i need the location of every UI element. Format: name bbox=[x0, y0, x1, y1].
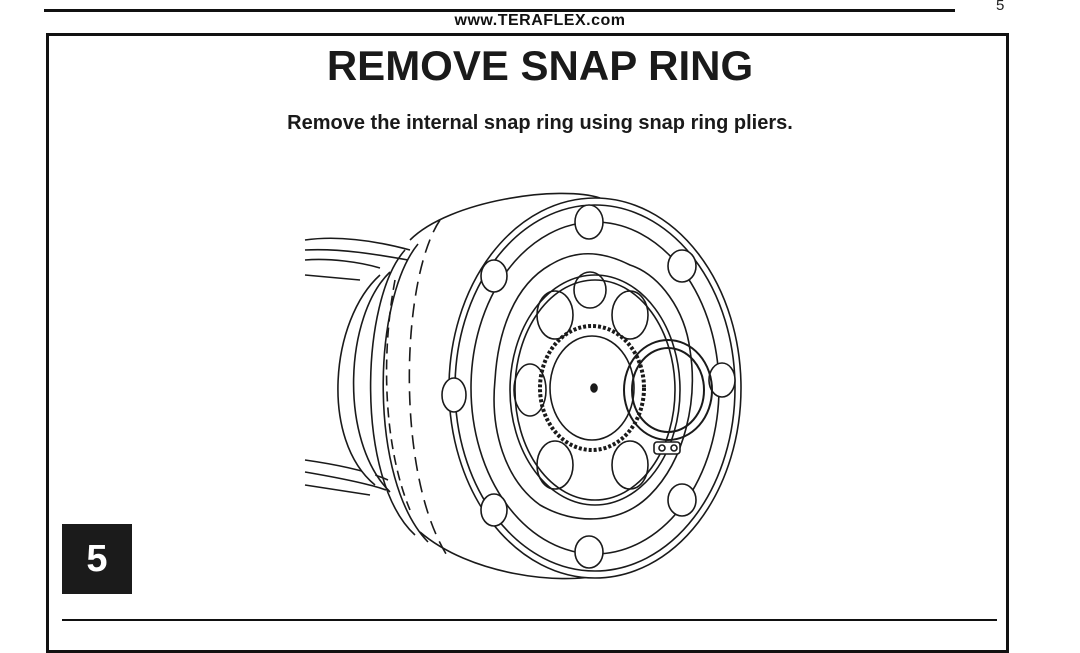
instruction-text: Remove the internal snap ring using snap… bbox=[287, 112, 793, 134]
splined-hub bbox=[538, 324, 646, 452]
ball-cage bbox=[513, 271, 649, 490]
cv-joint-snap-ring-illustration bbox=[304, 192, 742, 580]
snap-ring bbox=[623, 339, 713, 455]
step-number-badge: 5 bbox=[62, 524, 132, 594]
bolt-holes bbox=[441, 204, 736, 569]
page-title: REMOVE SNAP RING bbox=[326, 42, 754, 89]
website-url: www.TERAFLEX.com bbox=[454, 12, 626, 29]
header-rule bbox=[44, 9, 955, 12]
shaft-boot bbox=[304, 237, 411, 496]
page-number: 5 bbox=[996, 0, 1005, 14]
bottom-rule bbox=[62, 619, 997, 621]
